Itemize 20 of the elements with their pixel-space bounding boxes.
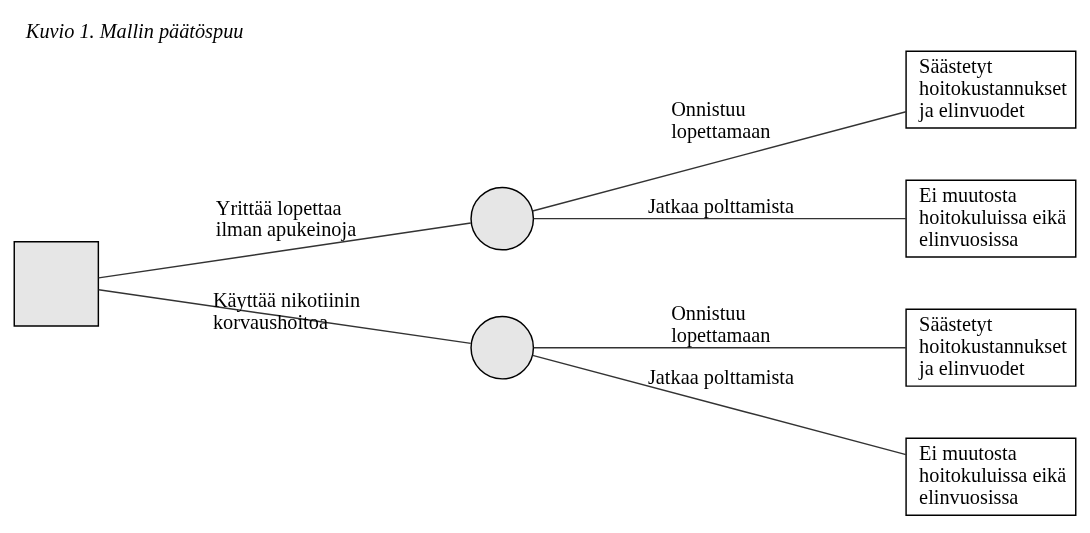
- node-box: Säästetyt hoitokustannukset ja elinvuodet: [905, 50, 1077, 129]
- edge-label: Onnistuu lopettamaan: [671, 97, 771, 142]
- connector: [97, 289, 472, 345]
- edge-label: Jatkaa polttamista: [647, 195, 794, 218]
- edge-label: Yrittää lopettaa ilman apukeinoja: [215, 196, 357, 241]
- edge-label: Onnistuu lopettamaan: [671, 302, 771, 347]
- node-box: Ei muutosta hoitokuluissa eikä elinvuosissa: [905, 179, 1077, 258]
- connector: [531, 111, 907, 212]
- connector: [97, 222, 472, 279]
- connector: [531, 354, 907, 456]
- node-circle: [470, 315, 535, 380]
- connector: [532, 347, 907, 349]
- edge-label: Käyttää nikotiinin korvaushoitoa: [212, 289, 361, 334]
- node-box: Säästetyt hoitokustannukset ja elinvuodet: [905, 308, 1077, 387]
- node-box: [13, 241, 100, 327]
- connector: [532, 217, 907, 220]
- edge-label: Jatkaa polttamista: [647, 366, 794, 389]
- node-box: Ei muutosta hoitokuluissa eikä elinvuosissa: [905, 437, 1077, 516]
- diagram-title: Kuvio 1. Mallin päätöspuu: [25, 20, 244, 43]
- node-circle: [470, 186, 535, 251]
